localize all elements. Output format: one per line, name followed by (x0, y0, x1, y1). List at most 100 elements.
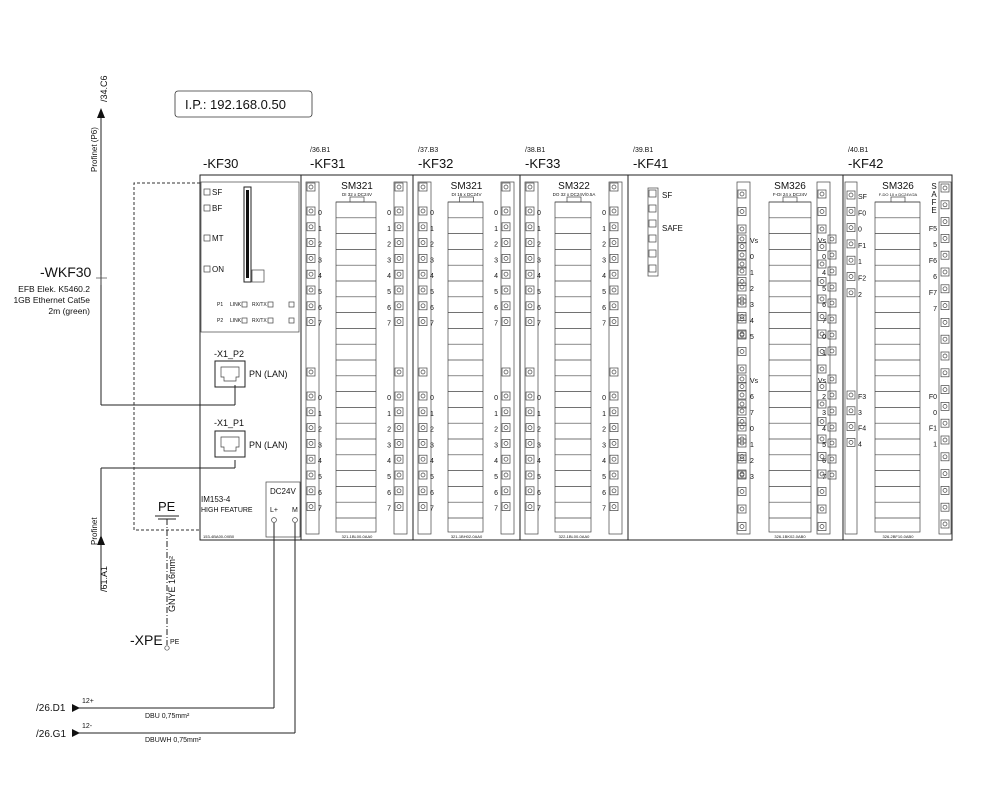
terminal (940, 469, 950, 478)
terminal (940, 267, 950, 277)
channel-label: 4 (430, 458, 434, 465)
terminal (418, 454, 428, 464)
channel-label: 1 (318, 411, 322, 418)
cable-line1: EFB Elek. K5460.2 (18, 284, 90, 294)
terminal (501, 182, 511, 192)
terminal (827, 454, 837, 464)
channel-label: 6 (318, 490, 322, 497)
terminal (846, 255, 856, 265)
led-icon (648, 189, 657, 198)
channel-label: F4 (858, 426, 866, 433)
terminal (940, 234, 950, 243)
terminal (501, 391, 511, 401)
terminal (609, 254, 619, 263)
terminal (306, 486, 316, 496)
channel-label: Vs (750, 378, 759, 385)
channel-label: 7 (537, 321, 541, 328)
terminal (394, 407, 404, 417)
ip-label: I.P.: 192.168.0.50 (185, 97, 286, 112)
pe-ground: PE GNYE 16mm² -XPE PE (130, 499, 180, 651)
led-icon (203, 204, 211, 212)
led-label-bf: BF (212, 204, 222, 213)
channel-label: 0 (537, 395, 541, 402)
terminal (737, 469, 747, 479)
arrow-up-icon (97, 535, 105, 545)
terminal (609, 454, 619, 464)
terminal (846, 438, 856, 447)
terminal (827, 346, 837, 356)
terminal (501, 407, 511, 417)
terminal (418, 206, 428, 216)
terminal (418, 470, 428, 480)
terminal (846, 239, 856, 249)
terminal (394, 317, 404, 326)
pe-label: PE (158, 499, 176, 514)
terminal (846, 390, 856, 400)
terminal (306, 407, 316, 417)
channel-label: 6 (494, 305, 498, 312)
channel-label: 4 (537, 273, 541, 280)
p2-rxtx-label: RX/TX (252, 318, 267, 324)
terminal (817, 294, 827, 304)
terminal (940, 402, 950, 411)
terminal-m (292, 517, 298, 523)
module-tag: -KF31 (310, 156, 345, 171)
channel-label: 1 (858, 259, 862, 266)
terminal (940, 250, 950, 260)
channel-label: 4 (750, 318, 754, 325)
supply-pol-1: 12+ (82, 698, 94, 705)
terminal (501, 269, 511, 279)
supply-wires: /26.D1 12+ DBU 0,75mm² /26.G1 12- DBUWH … (36, 523, 296, 744)
channel-label: 4 (822, 270, 826, 277)
terminal (525, 454, 535, 464)
supply-wire-2: DBUWH 0,75mm² (145, 737, 202, 744)
terminal (609, 423, 619, 432)
terminal (817, 452, 827, 461)
channel-label: 6 (537, 305, 541, 312)
arrow-up-icon (97, 108, 105, 118)
terminal (817, 504, 827, 514)
channel-label: Vs (750, 238, 759, 245)
terminal (737, 374, 747, 384)
terminal (418, 502, 428, 511)
terminal (737, 452, 747, 461)
terminal (306, 423, 316, 432)
kf41-leds: SF SAFE (647, 187, 683, 277)
lplus-label: L+ (270, 507, 278, 514)
module-tag: -KF42 (848, 156, 883, 171)
dc24v-label: DC24V (270, 487, 296, 496)
channel-label: 0 (933, 410, 937, 417)
terminal (525, 301, 535, 311)
terminal (737, 504, 747, 514)
m-label: M (292, 507, 298, 514)
terminal (394, 470, 404, 480)
channel-label: 3 (494, 442, 498, 449)
terminal (501, 301, 511, 311)
channel-label: 1 (318, 226, 322, 233)
channel-label: 2 (858, 292, 862, 299)
terminal (525, 439, 535, 448)
terminal (737, 277, 747, 286)
channel-label: 7 (318, 506, 322, 513)
channel-label: 3 (537, 442, 541, 449)
channel-label: 3 (387, 257, 391, 264)
terminal (846, 206, 856, 216)
channel-label: 0 (822, 254, 826, 261)
channel-label: 2 (387, 242, 391, 249)
supply-pol-2: 12- (82, 723, 93, 730)
terminal (525, 486, 535, 496)
channel-label: Vs (818, 378, 827, 385)
profinet-top-label: Profinet (P6) (90, 127, 99, 172)
channel-label: 0 (494, 395, 498, 402)
terminal (306, 454, 316, 464)
terminal (525, 206, 535, 216)
channel-label: 7 (602, 321, 606, 328)
terminal (817, 382, 827, 391)
terminal (394, 222, 404, 232)
channel-label: 0 (387, 210, 391, 217)
terminal (306, 367, 316, 377)
module-order: 322-1BL00-0AA0 (559, 534, 590, 539)
terminal (737, 282, 747, 292)
terminal (846, 190, 856, 200)
